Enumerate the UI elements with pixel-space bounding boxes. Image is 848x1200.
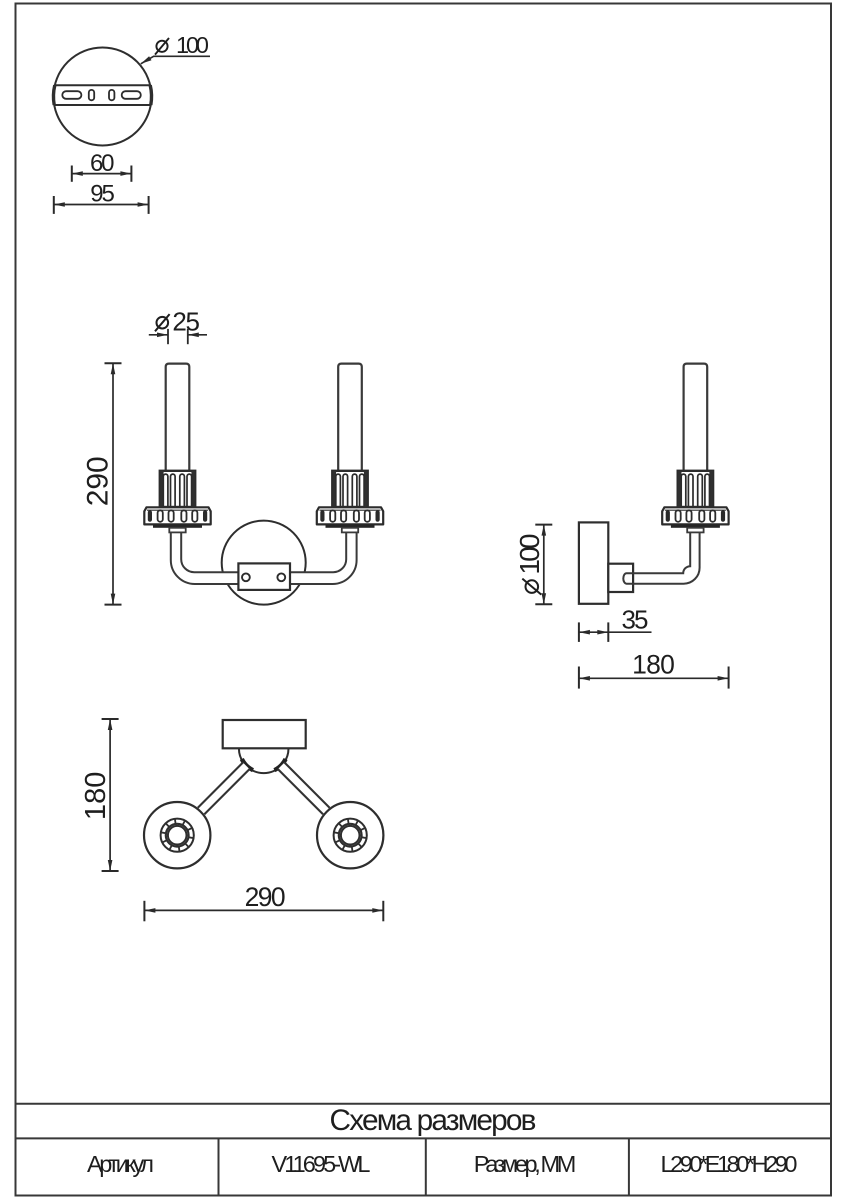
- svg-text:95: 95: [90, 181, 115, 208]
- svg-text:35: 35: [622, 605, 649, 635]
- svg-text:100: 100: [176, 32, 209, 58]
- svg-text:290: 290: [82, 456, 115, 506]
- svg-text:290: 290: [245, 882, 286, 912]
- svg-text:180: 180: [80, 772, 112, 821]
- svg-text:V11695-WL: V11695-WL: [272, 1151, 371, 1177]
- svg-text:Артикул: Артикул: [87, 1151, 154, 1177]
- svg-text:60: 60: [90, 150, 115, 177]
- svg-text:180: 180: [632, 650, 675, 680]
- svg-text:L290*E180*H290: L290*E180*H290: [661, 1151, 798, 1177]
- svg-text:25: 25: [172, 307, 200, 337]
- svg-text:Размер, ММ: Размер, ММ: [474, 1151, 577, 1177]
- svg-text:Схема размеров: Схема размеров: [330, 1104, 537, 1137]
- svg-text:100: 100: [514, 534, 545, 575]
